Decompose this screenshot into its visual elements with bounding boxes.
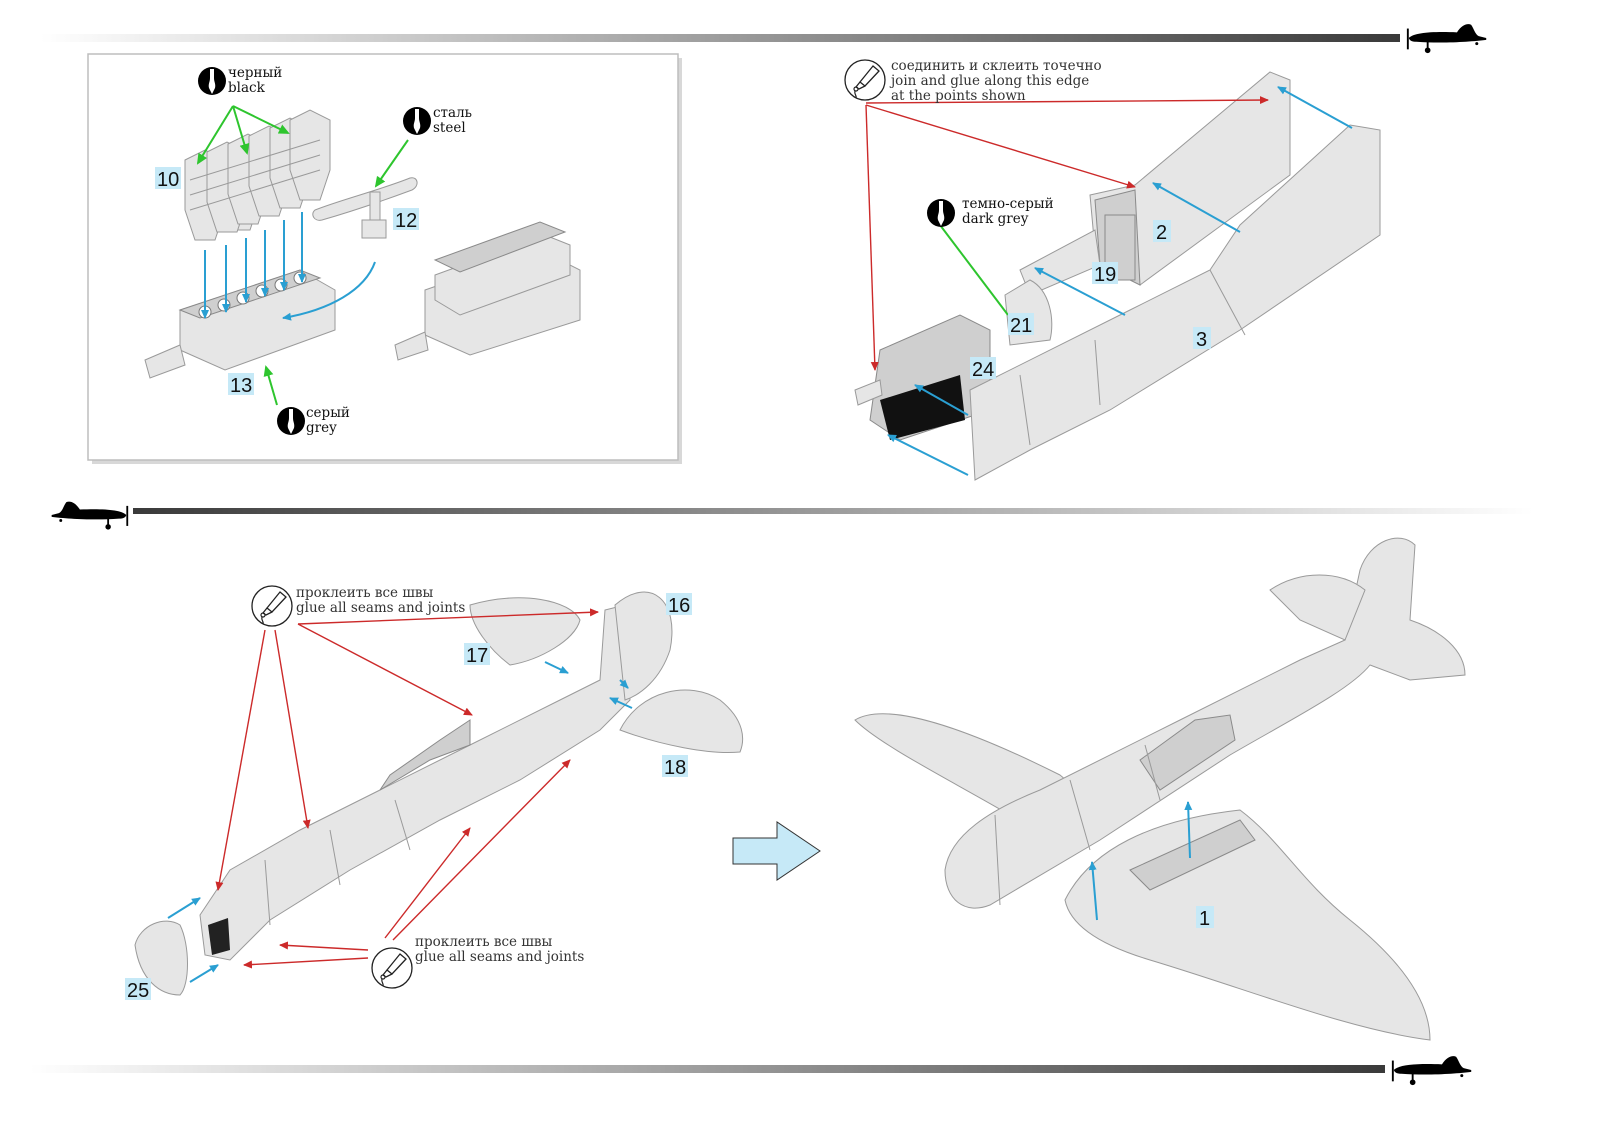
glue-note-en: glue all seams and joints [296,600,465,616]
paint-callout-grey: серый grey [277,405,350,436]
paint-label-ru: темно-серый [962,196,1054,212]
part-label-1: 1 [1196,906,1214,930]
paint-label-ru: серый [306,405,350,421]
assembly-arrows-step1 [201,212,376,321]
part-label-18: 18 [662,755,688,779]
paint-label-en: grey [306,420,337,436]
glue-note-step2: соединить и склеить точечно join and glu… [844,58,1102,104]
svg-text:10: 10 [157,169,179,191]
svg-text:13: 13 [230,375,252,397]
separator-middle [50,500,1533,531]
plane-silhouette-icon [50,500,130,531]
part-label-19: 19 [1092,262,1118,286]
glue-tube-icon [371,947,413,989]
paint-label-en: dark grey [962,211,1029,227]
part-24-engine-mount [854,314,991,441]
step2-fuselage-halves: соединить и склеить точечно join and glu… [844,58,1381,481]
glue-note-ru: соединить и склеить точечно [891,58,1102,74]
paint-callout-dark-grey: темно-серый dark grey [927,196,1054,227]
part-16-rudder [614,591,673,701]
part-label-3: 3 [1193,327,1211,351]
glue-arrows-step3 [215,608,599,969]
paint-label-en: steel [433,120,466,136]
svg-text:19: 19 [1094,264,1116,286]
part-18-stabilizer [619,689,744,753]
step3-tail-assembly: проклеить все швы glue all seams and joi… [125,585,744,1002]
glue-tube-icon [844,59,886,101]
part-label-12: 12 [393,208,419,232]
part-25-spinner [134,920,188,996]
paint-drop-icon [198,67,226,95]
part-label-16: 16 [666,593,692,617]
assembled-engine [394,221,581,361]
paint-drop-icon [277,407,305,435]
paint-label-ru: черный [228,65,282,81]
paint-drop-icon [927,199,955,227]
part-10-cylinders [184,109,331,241]
assembly-arrows-step2 [887,86,1353,476]
part-label-21: 21 [1008,313,1034,337]
cockpit [1139,714,1236,791]
assembly-arrows-step4 [1088,801,1193,921]
svg-text:18: 18 [664,757,686,779]
part-1-lower-wing [1064,809,1431,1041]
part-17-stabilizer [469,597,581,666]
part-12-manifold [312,177,418,239]
glue-note-en-2: at the points shown [891,88,1026,104]
part-label-2: 2 [1153,220,1171,244]
paint-callout-steel: сталь steel [403,105,472,136]
glue-note-en-1: join and glue along this edge [889,73,1089,89]
glue-note-step3-bottom: проклеить все швы glue all seams and joi… [371,934,584,989]
part-3-fuselage-right [969,124,1381,481]
part-label-24: 24 [970,357,996,381]
glue-arrows-step2 [865,96,1269,371]
panel-frame [87,53,679,461]
part-label-25: 25 [125,978,151,1002]
fuselage-assembled [199,604,631,961]
paint-arrows-step1 [196,105,409,406]
svg-text:24: 24 [972,359,994,381]
paint-callout-black: черный black [198,65,282,96]
step4-wing-assembly: 1 [854,537,1466,1041]
svg-text:25: 25 [127,980,149,1002]
svg-text:12: 12 [395,210,417,232]
separator-bar [30,1065,1385,1073]
svg-text:1: 1 [1199,908,1210,930]
paint-drop-icon [403,107,431,135]
svg-text:21: 21 [1010,315,1032,337]
svg-text:16: 16 [668,595,690,617]
part-label-13: 13 [228,373,254,397]
glue-note-en: glue all seams and joints [415,949,584,965]
separator-bar [40,34,1400,42]
plane-silhouette-icon [1390,1055,1473,1087]
separator-top [40,23,1488,55]
part-label-10: 10 [155,167,181,191]
svg-text:2: 2 [1156,222,1167,244]
glue-note-step3-top: проклеить все швы glue all seams and joi… [251,585,465,627]
paint-label-en: black [228,80,266,96]
assembly-arrows-step3 [167,661,633,983]
glue-note-ru: проклеить все швы [296,585,433,601]
svg-text:3: 3 [1196,329,1207,351]
separator-bar [133,508,1533,514]
step1-engine-panel: черный black сталь steel серый grey 10 1… [87,53,682,464]
part-label-17: 17 [464,643,490,667]
glue-note-ru: проклеить все швы [415,934,552,950]
svg-text:17: 17 [466,645,488,667]
glue-tube-icon [251,585,293,627]
stabilizer-left [1269,574,1366,641]
separator-bottom [30,1055,1473,1087]
paint-label-ru: сталь [433,105,472,121]
paint-arrow [939,224,1009,316]
next-step-arrow-icon [732,821,821,881]
plane-silhouette-icon [1405,23,1488,55]
